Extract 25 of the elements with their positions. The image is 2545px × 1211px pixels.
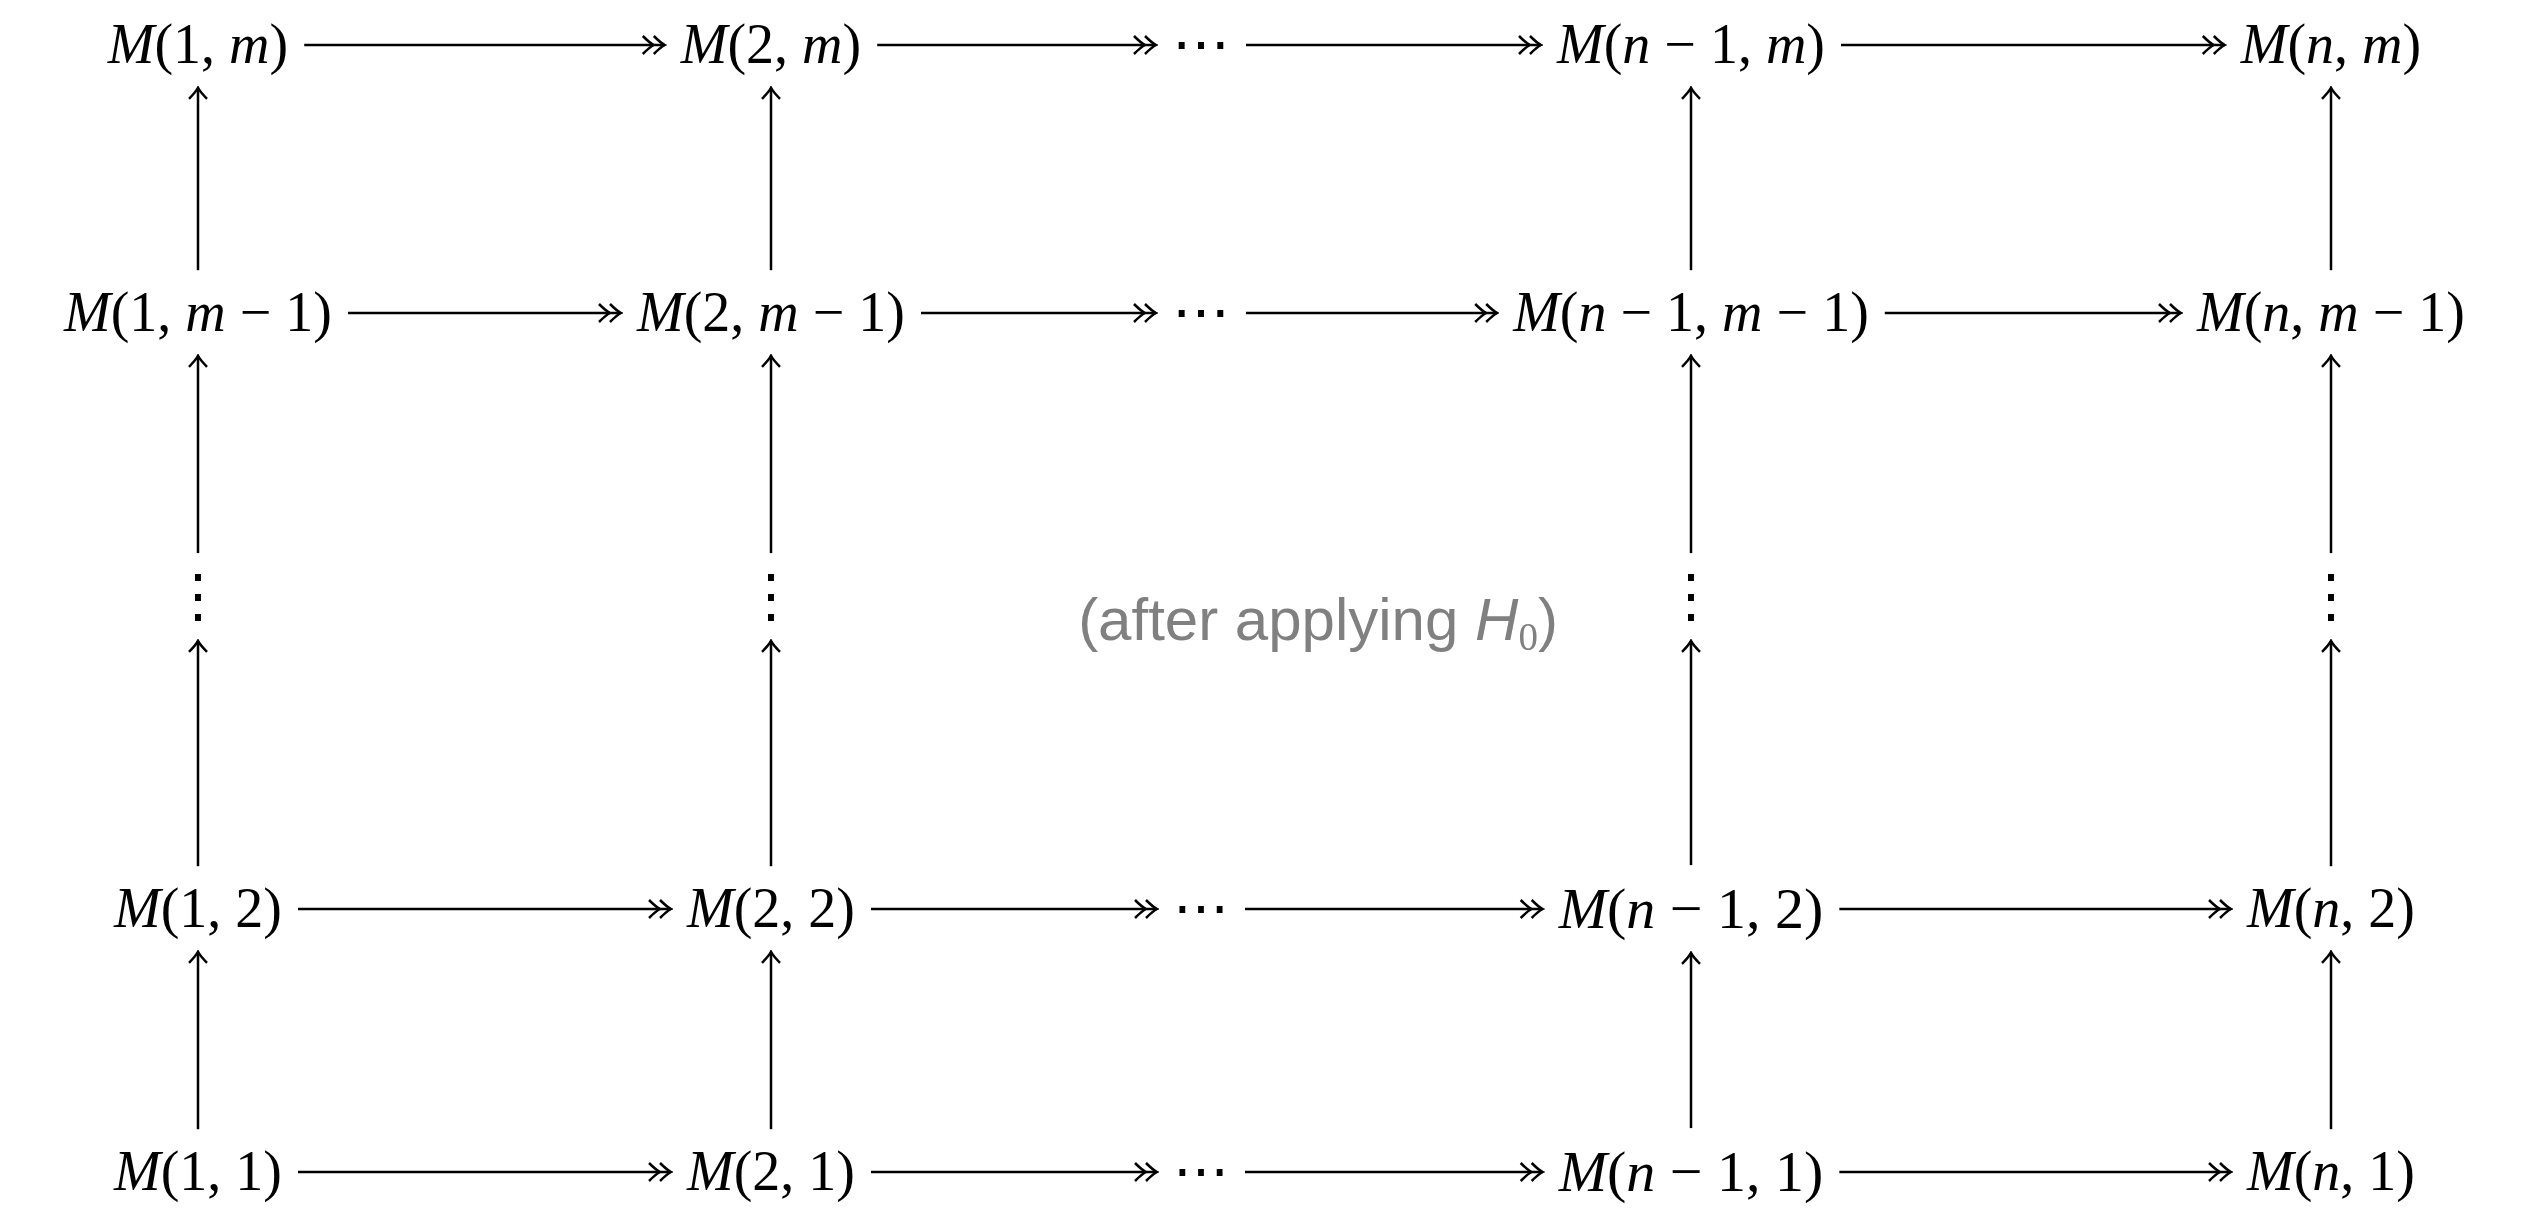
math-object: M(n, 1)	[2243, 1141, 2419, 1203]
math-object: M(1, 1)	[110, 1141, 286, 1203]
vertical-ellipsis: ⋮	[2298, 565, 2364, 629]
vertical-ellipsis: ⋮	[165, 565, 231, 629]
math-object: M(2, m)	[676, 14, 866, 76]
math-object: M(n, 2)	[2243, 878, 2419, 940]
math-object: M(n − 1, m − 1)	[1509, 282, 1873, 344]
math-object: M(1, 2)	[110, 878, 286, 940]
math-object: ⋯	[1169, 1141, 1233, 1203]
math-object: M(n − 1, m)	[1553, 14, 1829, 76]
math-object: M(2, 2)	[683, 878, 859, 940]
horizontal-ellipsis: ⋯	[1168, 281, 1234, 345]
note-text: (after applying H$_{0}$)	[1078, 585, 1558, 659]
math-object: M(1, m)	[103, 14, 293, 76]
math-object: M(2, m − 1)	[633, 282, 909, 344]
math-object: M(n, m − 1)	[2193, 282, 2469, 344]
horizontal-ellipsis: M(n − 1, 1)	[1554, 1140, 1828, 1204]
math-object: M(1, m − 1)	[60, 282, 336, 344]
vertical-ellipsis: ⋮	[1658, 565, 1724, 629]
vertical-ellipsis: ⋮	[738, 565, 804, 629]
horizontal-ellipsis: ⋯	[1168, 13, 1234, 77]
horizontal-ellipsis: M(n − 1, 2)	[1554, 877, 1828, 941]
math-object: ⋯	[1169, 878, 1233, 940]
math-object: M(n, m)	[2236, 14, 2426, 76]
math-object: M(2, 1)	[683, 1141, 859, 1203]
